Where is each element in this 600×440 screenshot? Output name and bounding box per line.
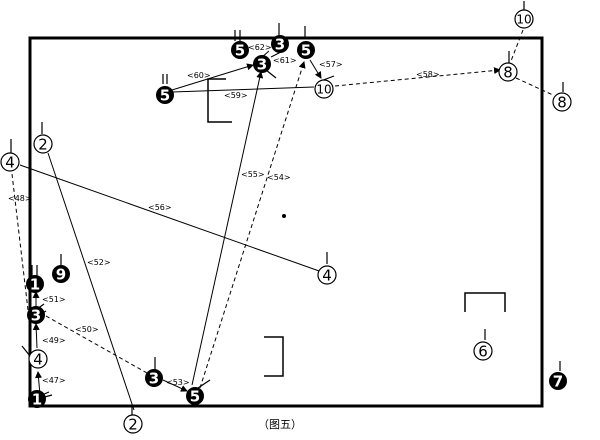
player-number: 9 [56,266,66,284]
player-marker: 1 [28,390,46,409]
player-number: 5 [235,42,245,60]
path-4-down-dashed [11,173,29,311]
path-4-to-3 [32,323,40,349]
screen-bracket-top [207,78,232,123]
path-3-to-3-dashed [45,315,148,374]
player-marker: 3 [253,55,271,74]
player-marker: 6 [473,341,493,361]
player-number: 3 [275,36,285,54]
player-marker: 10 [514,9,534,29]
player-number: 10 [316,83,331,97]
movement-lines [11,29,554,411]
path-5-to-5-dashed [199,61,306,389]
player-marker: 4 [28,349,48,369]
path-3-to-5 [162,379,188,392]
step-label-51: <51> [42,295,66,304]
step-label-49: <49> [42,336,66,345]
player-number: 8 [557,94,567,112]
path-5-to-10 [309,59,322,79]
player-marker: 7 [549,372,567,391]
figure-caption: （图五） [258,418,302,431]
facing-ticks [10,1,564,415]
step-label-59: <59> [224,91,248,100]
step-label-54: <54> [267,173,291,182]
player-marker: 10 [314,79,334,99]
step-label-61: <61> [273,56,297,65]
player-number: 1 [30,276,40,294]
step-label-55: <55> [241,170,265,179]
player-number: 3 [31,307,41,325]
player-number: 4 [33,351,43,369]
step-label-48: <48> [8,194,32,203]
path-5-to-3-solid [191,71,264,386]
player-marker: 8 [552,92,572,112]
player-marker: 3 [27,306,45,325]
path-10-to-8-top-dashed [510,29,524,62]
player-number: 4 [5,154,15,172]
step-label-57: <57> [319,60,343,69]
player-marker: 2 [33,134,53,154]
player-marker: 5 [156,86,174,105]
player-marker: 4 [317,265,337,285]
player-number: 4 [322,267,332,285]
step-label-50: <50> [75,325,99,334]
screen-bracket-right [464,292,506,312]
player-number: 5 [190,388,200,406]
path-5-to-3-arrow [171,63,254,91]
player-marker: 2 [123,414,143,434]
player-marker: 5 [186,387,204,406]
path-4-to-4 [19,164,323,273]
step-label-62: <62> [248,43,272,52]
player-marker: 9 [52,265,70,284]
path-2-to-2 [47,152,135,411]
step-label-47: <47> [42,376,66,385]
path-8-to-8-dashed [515,77,554,96]
player-number: 7 [553,373,563,391]
step-label-56: <56> [148,203,172,212]
player-number: 5 [301,42,311,60]
player-number: 10 [516,13,531,27]
player-number: 2 [128,416,138,434]
player-marker: 4 [0,152,20,172]
player-marker: 3 [271,35,289,54]
screen-bracket-bottom [264,336,284,377]
player-marker: 3 [145,369,163,388]
player-number: 6 [478,343,488,361]
player-number: 3 [257,56,267,74]
step-label-52: <52> [87,258,111,267]
player-number: 1 [32,391,42,409]
player-marker: 5 [231,41,249,60]
court-center-dot [282,214,286,218]
player-number: 5 [160,87,170,105]
player-marker: 1 [26,275,44,294]
player-number: 3 [149,370,159,388]
player-number: 2 [38,136,48,154]
player-number: 8 [503,64,513,82]
path-5-to-10-solid [171,86,315,93]
step-label-60: <60> [187,71,211,80]
step-label-53: <53> [166,378,190,387]
step-label-58: <58> [416,70,440,79]
player-marker: 5 [297,41,315,60]
player-marker: 8 [498,62,518,82]
